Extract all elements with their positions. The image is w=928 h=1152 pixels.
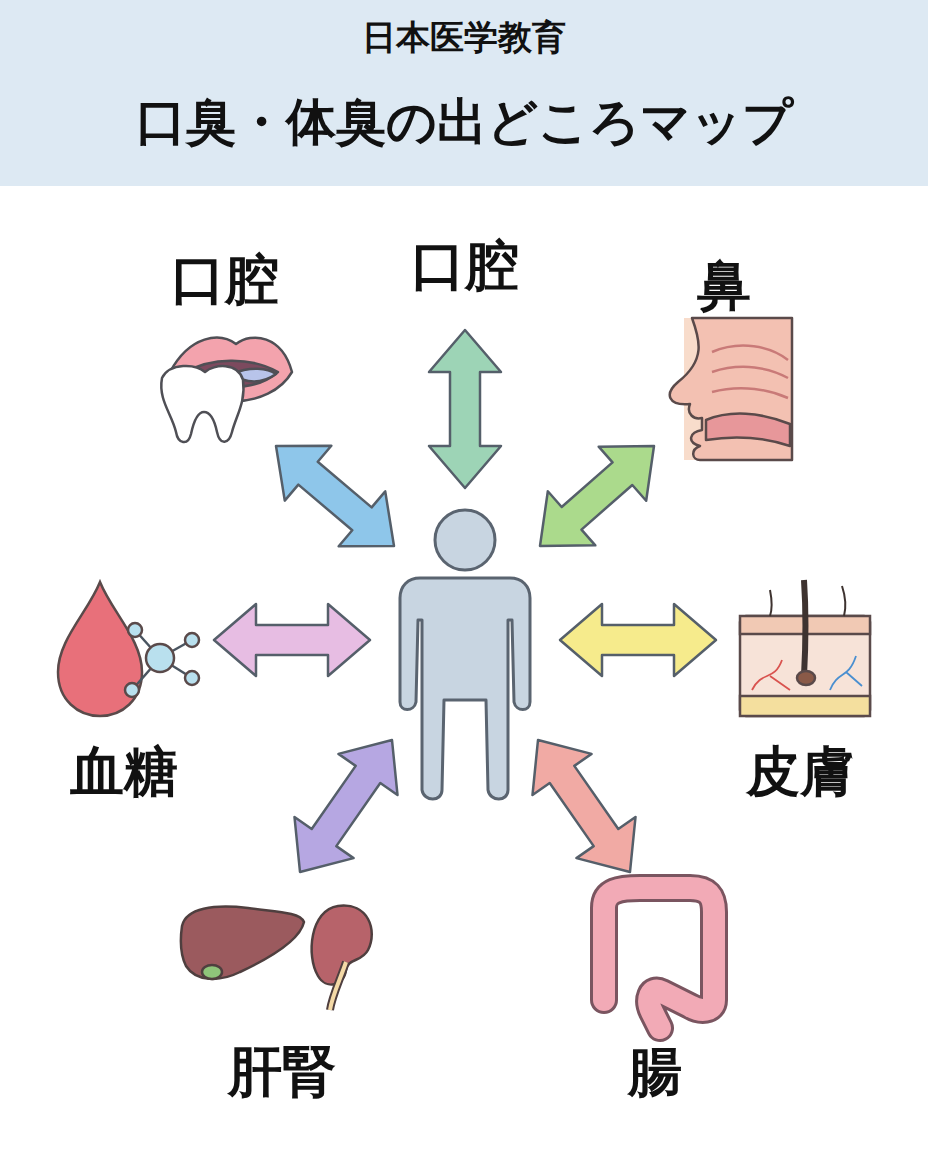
double-arrow bbox=[532, 740, 635, 872]
region-label: 肝腎 bbox=[228, 1042, 336, 1101]
mouth-icon bbox=[161, 338, 292, 442]
region-label: 口腔 bbox=[411, 236, 519, 295]
region-label: 口腔 bbox=[171, 250, 279, 309]
header-band bbox=[0, 0, 928, 186]
region-label: 腸 bbox=[628, 1042, 682, 1101]
skin-icon bbox=[740, 580, 870, 716]
nose-icon bbox=[670, 318, 792, 460]
double-arrow bbox=[294, 740, 397, 872]
title: 口臭・体臭の出どころマップ bbox=[136, 95, 793, 150]
liver-kidney-icon bbox=[181, 906, 372, 1010]
region-label: 血糖 bbox=[70, 742, 178, 801]
person-figure bbox=[400, 510, 530, 799]
colon-icon bbox=[604, 888, 714, 1028]
double-arrow bbox=[560, 604, 716, 676]
double-arrow bbox=[540, 446, 654, 546]
double-arrow bbox=[429, 330, 501, 488]
double-arrow bbox=[214, 604, 370, 676]
subtitle: 日本医学教育 bbox=[362, 19, 566, 56]
region-label: 鼻 bbox=[697, 256, 751, 315]
double-arrow bbox=[276, 446, 394, 547]
region-label: 皮膚 bbox=[746, 742, 854, 801]
blood-sugar-icon bbox=[58, 582, 199, 716]
